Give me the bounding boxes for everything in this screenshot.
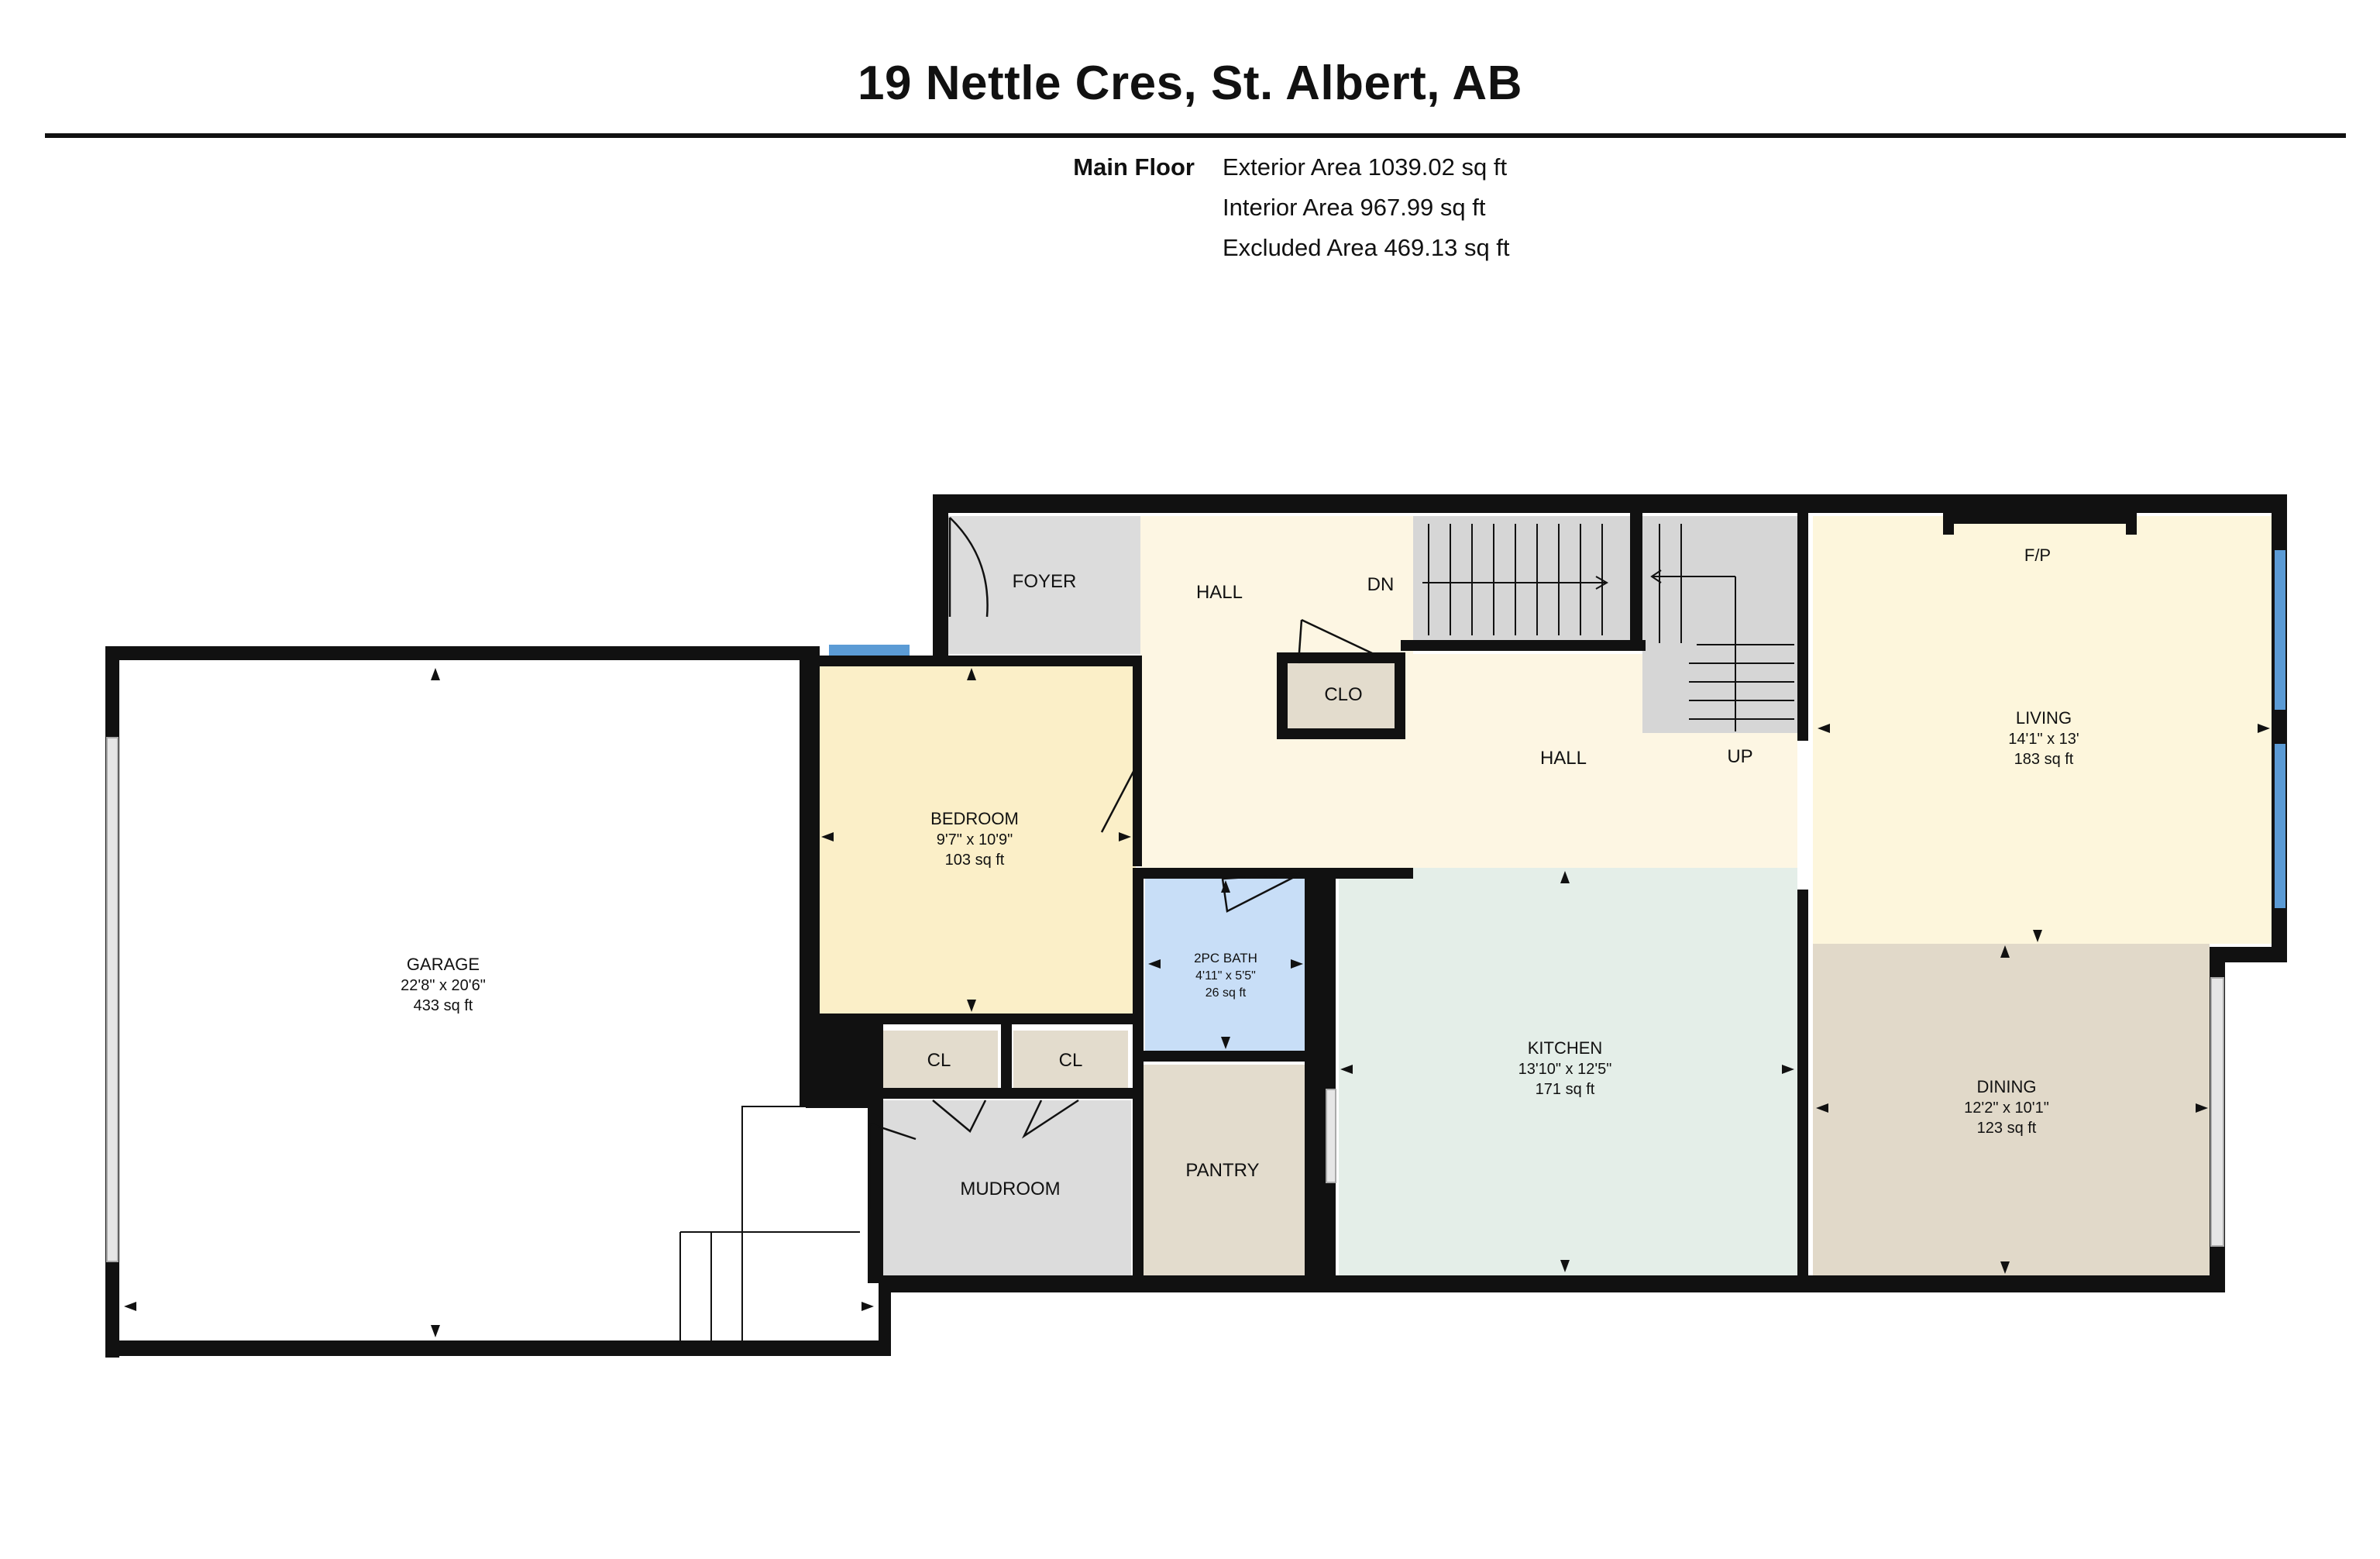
dining-name: DINING (1977, 1077, 2037, 1096)
garage-area: 433 sq ft (414, 997, 473, 1014)
garage-dims: 22'8" x 20'6" (401, 977, 486, 994)
cl1-name: CL (927, 1050, 951, 1071)
kitchen-name: KITCHEN (1528, 1038, 1603, 1058)
garage-name: GARAGE (407, 955, 480, 974)
bath-name: 2PC BATH (1194, 951, 1257, 965)
stairs-up-floor (1642, 516, 1797, 733)
dining-floor (1813, 944, 2210, 1275)
foyer-floor (945, 516, 1140, 654)
bedroom-dims: 9'7" x 10'9" (937, 831, 1013, 848)
living-dims: 14'1" x 13' (2008, 731, 2079, 748)
interior-walls (809, 511, 2137, 1279)
door-swings (868, 517, 1384, 1209)
dining-dims: 12'2" x 10'1" (1964, 1100, 2049, 1117)
bath-area: 26 sq ft (1205, 986, 1247, 1000)
cl2-floor (1013, 1031, 1128, 1088)
hall-mid-name: HALL (1540, 748, 1587, 769)
mudroom-floor (883, 1100, 1131, 1275)
exterior-area: Exterior Area 1039.02 sq ft (1223, 153, 1508, 181)
bath-floor (1145, 879, 1305, 1051)
bedroom-floor (820, 665, 1136, 1017)
kitchen-area: 171 sq ft (1536, 1081, 1595, 1098)
up-label: UP (1727, 746, 1752, 767)
foyer-name: FOYER (1013, 571, 1077, 592)
bedroom-area: 103 sq ft (945, 852, 1005, 869)
excluded-area: Excluded Area 469.13 sq ft (1223, 234, 1510, 261)
hall-top-floor (1140, 516, 1413, 654)
kitchen-floor (1339, 868, 1797, 1275)
dn-label: DN (1367, 574, 1395, 595)
bedroom-name: BEDROOM (930, 809, 1019, 828)
bath-dims: 4'11" x 5'5" (1195, 969, 1256, 983)
living-area: 183 sq ft (2014, 751, 2074, 768)
interior-area: Interior Area 967.99 sq ft (1223, 194, 1486, 221)
cl1-floor (879, 1031, 998, 1088)
fp-label: F/P (2024, 545, 2051, 565)
mudroom-name: MUDROOM (960, 1179, 1060, 1199)
dining-area: 123 sq ft (1977, 1120, 2037, 1137)
cl2-name: CL (1059, 1050, 1083, 1071)
clo-name: CLO (1324, 684, 1362, 705)
living-floor (1813, 516, 2275, 944)
windows (106, 550, 2285, 1262)
stairs (679, 524, 1794, 1340)
title-rule (45, 133, 2346, 138)
kitchen-dims: 13'10" x 12'5" (1518, 1061, 1612, 1078)
dimension-arrows (124, 668, 2270, 1337)
floor-label: Main Floor (1073, 153, 1195, 181)
pantry-name: PANTRY (1185, 1160, 1259, 1181)
garage-floor (115, 659, 796, 1340)
plan-title: 19 Nettle Cres, St. Albert, AB (858, 57, 1522, 110)
hall-top-name: HALL (1196, 582, 1243, 603)
pantry-floor (1144, 1065, 1306, 1275)
living-name: LIVING (2016, 708, 2072, 728)
stairs-down-floor (1413, 516, 1630, 643)
clo-floor (1286, 663, 1401, 733)
